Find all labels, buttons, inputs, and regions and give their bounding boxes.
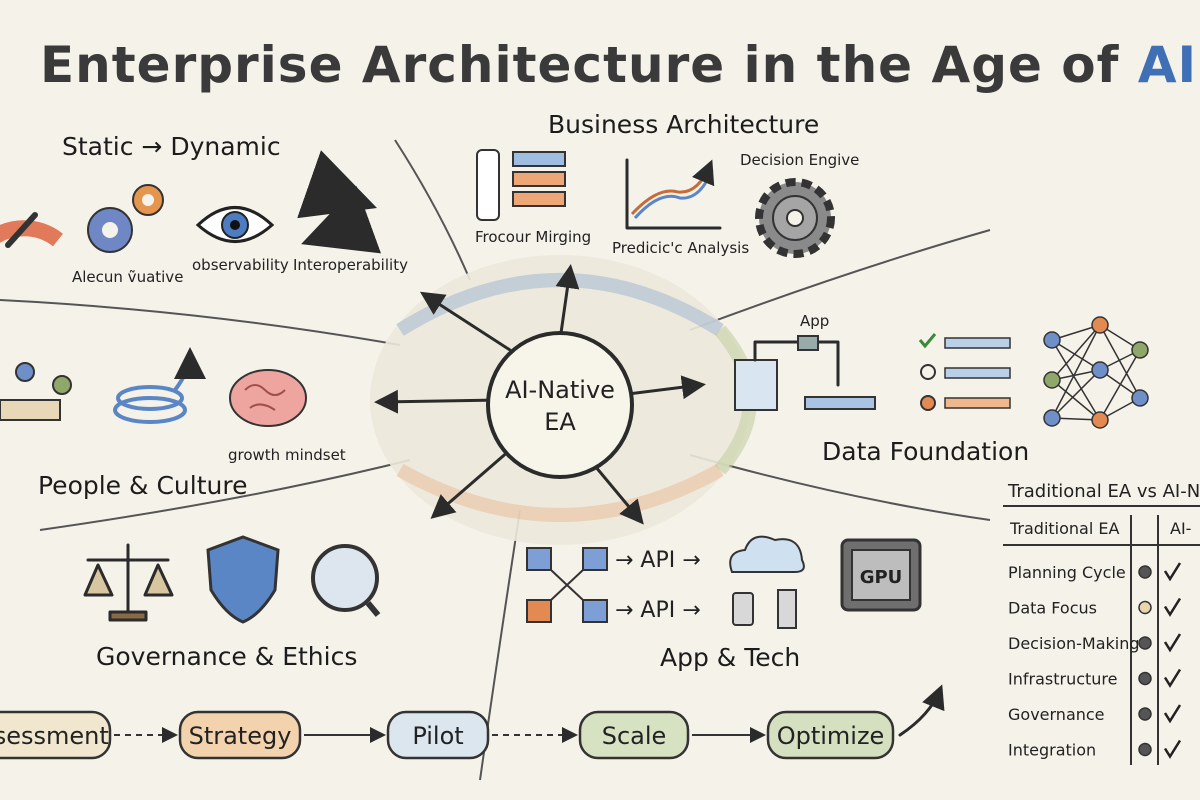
center-label-line1: AI-Native <box>505 376 615 404</box>
business-architecture-heading: Business Architecture <box>548 110 819 139</box>
business-label: Predicic'c Analysis <box>612 239 749 257</box>
brain-icon <box>229 369 307 427</box>
people-culture-heading: People & Culture <box>38 471 247 500</box>
status-dot <box>1138 600 1152 615</box>
check-icon <box>1163 704 1182 724</box>
comparison-row-label: Planning Cycle <box>1008 563 1126 582</box>
center-label-line2: EA <box>544 408 576 436</box>
process-step-box <box>386 710 490 760</box>
process-step-label: Strategy <box>189 722 292 750</box>
comparison-row-label: Decision-Making <box>1008 634 1140 653</box>
data-foundation-heading: Data Foundation <box>822 437 1029 466</box>
process-step-box <box>766 710 895 760</box>
gear-icon <box>755 178 835 258</box>
process-step-label: ssessment <box>0 722 109 750</box>
process-step: Scale <box>578 710 690 760</box>
app-tech-heading: App & Tech <box>660 643 800 672</box>
pipeline-icon <box>734 335 876 411</box>
team-meeting-icon <box>0 362 72 421</box>
comparison-row-label: Data Focus <box>1008 599 1097 618</box>
process-step: Strategy <box>178 710 302 760</box>
check-icon <box>1163 633 1182 653</box>
gauge-icon <box>0 212 63 248</box>
status-dot <box>1138 565 1152 579</box>
center-node <box>486 331 634 479</box>
static-dynamic-label: observability <box>192 256 289 274</box>
comparison-row-label: Infrastructure <box>1008 670 1117 689</box>
flow-boxes-icon <box>526 547 608 623</box>
api-label: → API → <box>615 598 701 623</box>
process-step-box <box>0 710 112 760</box>
shield-icon <box>206 535 280 624</box>
check-icon <box>1163 597 1182 617</box>
cloud-icon <box>729 535 805 573</box>
comparison-header: Traditional EA <box>1009 519 1120 538</box>
gears-icon <box>87 184 164 253</box>
neural-network-icon <box>1043 316 1149 429</box>
check-icon <box>1163 739 1182 759</box>
comparison-row: Infrastructure <box>1008 668 1182 689</box>
process-timeline: ssessment Strategy Pilot Scale Optimize <box>0 710 895 760</box>
check-icon <box>1163 562 1182 582</box>
comparison-row-label: Integration <box>1008 741 1096 760</box>
comparison-table: Traditional EA vs AI-N Traditional EA AI… <box>1003 481 1200 765</box>
magnifier-icon <box>311 544 381 617</box>
status-dot <box>1138 671 1152 686</box>
comparison-row: Data Focus <box>1008 597 1182 618</box>
center-arrows <box>374 264 706 525</box>
process-step-box <box>178 710 302 760</box>
gpu-label: GPU <box>860 567 903 588</box>
process-step-box <box>578 710 690 760</box>
growth-mindset-label: growth mindset <box>228 446 346 464</box>
governance-ethics-heading: Governance & Ethics <box>96 642 357 671</box>
status-dot <box>1138 707 1152 721</box>
static-dynamic-heading: Static → Dynamic <box>62 132 281 161</box>
app-label: App <box>800 312 829 330</box>
swap-arrows-icon <box>297 150 382 254</box>
process-step: ssessment <box>0 710 112 760</box>
process-step-label: Pilot <box>412 722 463 750</box>
comparison-row: Governance <box>1008 704 1182 724</box>
line-chart-icon <box>625 158 722 230</box>
comparison-row-label: Governance <box>1008 705 1105 724</box>
devices-icon <box>732 589 797 629</box>
comparison-header: AI- <box>1170 519 1191 538</box>
chip-icon <box>840 538 922 612</box>
static-dynamic-label: Interoperability <box>293 256 408 274</box>
business-label: Decision Engive <box>740 151 859 169</box>
process-step: Optimize <box>766 710 895 760</box>
check-icon <box>1163 668 1182 688</box>
business-label: Frocour Mirging <box>475 228 591 246</box>
static-dynamic-label: Alecun ṽuative <box>72 268 183 286</box>
process-step: Pilot <box>386 710 490 760</box>
checklist-icon <box>918 333 1011 411</box>
spiral-arrow-icon <box>113 347 206 424</box>
api-label: → API → <box>615 548 701 573</box>
status-dot <box>1138 636 1152 650</box>
process-step-label: Optimize <box>777 722 885 750</box>
comparison-row: Integration <box>1008 739 1182 760</box>
scales-icon <box>83 543 174 622</box>
status-dot <box>1138 742 1152 757</box>
eye-icon <box>195 206 275 243</box>
page-title: Enterprise Architecture in the Age of AI <box>40 36 1197 94</box>
comparison-row: Planning Cycle <box>1008 562 1182 582</box>
process-step-label: Scale <box>602 722 667 750</box>
process-flow-icon <box>476 149 566 221</box>
comparison-title: Traditional EA vs AI-N <box>1007 481 1200 502</box>
comparison-row: Decision-Making <box>1008 633 1182 653</box>
